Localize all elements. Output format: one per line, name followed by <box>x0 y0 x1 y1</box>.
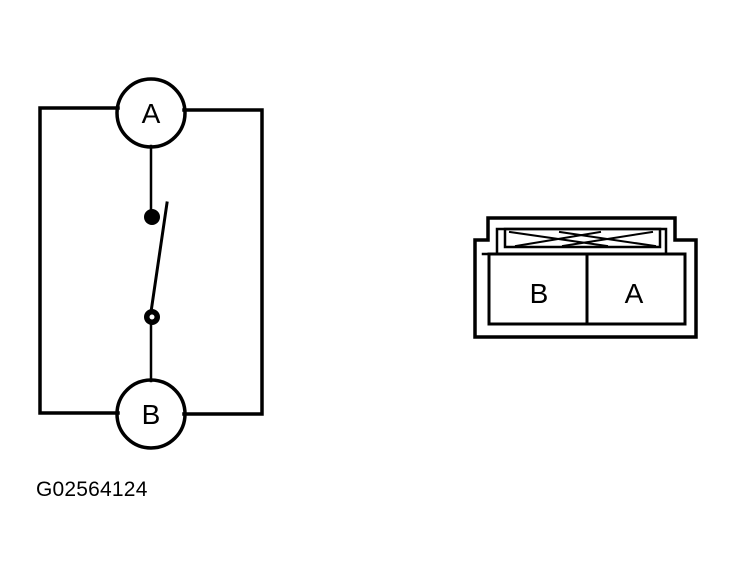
loop-wire-right <box>182 108 264 416</box>
terminal-a-label: A <box>142 98 161 129</box>
connector-pin-b-label: B <box>530 278 549 309</box>
connector-pin-a-label: A <box>625 278 644 309</box>
terminal-b: B <box>115 378 187 450</box>
connector-face: B A <box>473 216 698 339</box>
figure-id: G02564124 <box>36 478 148 501</box>
connector-housing <box>473 216 698 339</box>
switch-schematic: A B <box>38 77 264 450</box>
switch-contact-upper <box>144 209 160 225</box>
connector-latch <box>503 227 662 249</box>
terminal-b-label: B <box>142 399 161 430</box>
switch-blade <box>149 201 169 314</box>
terminal-a: A <box>115 77 187 149</box>
switch-contact-lower-center <box>149 314 155 320</box>
loop-wire <box>38 106 120 415</box>
